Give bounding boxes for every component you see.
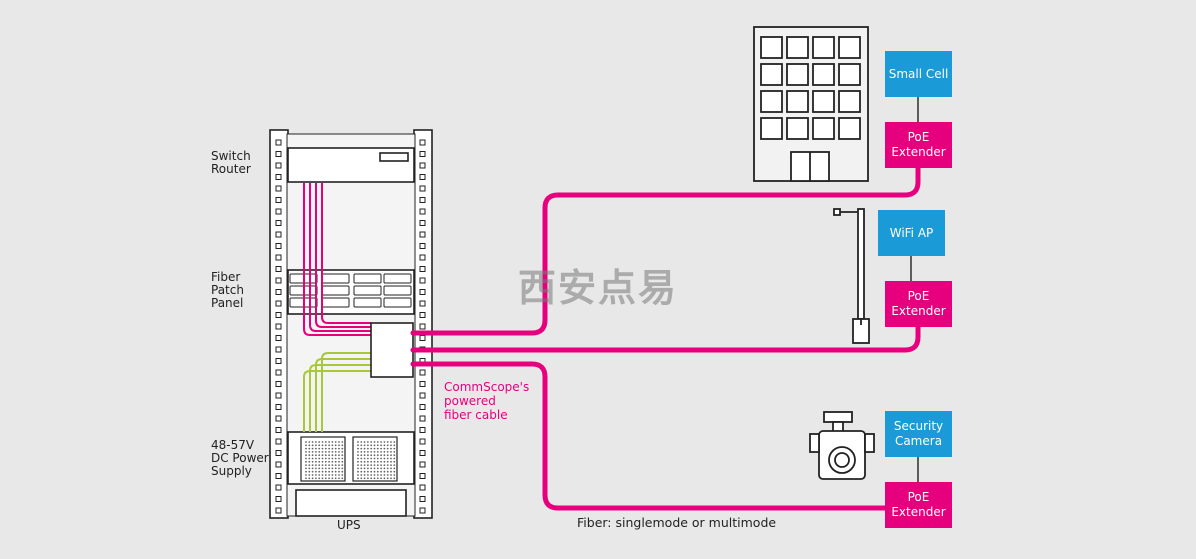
small-cell-box: Small Cell [885,51,952,97]
breakout-box [370,322,414,378]
poe-extender-small-cell: PoE Extender [885,122,952,168]
device-connectors [910,97,919,482]
street-pole-icon [833,208,870,344]
poe-extender-wifi: PoE Extender [885,281,952,327]
security-camera-icon [809,411,875,480]
switch-to-panel-cables [303,183,371,336]
building-icon [753,26,869,182]
wifi-ap-box: WiFi AP [878,210,945,256]
fiber-type-label: Fiber: singlemode or multimode [577,515,777,530]
fiber-patch-panel-label: Fiber Patch Panel [211,270,244,310]
power-cables [303,352,371,432]
ups-label: UPS [337,518,361,532]
power-supply-label: 48-57V DC Power Supply [211,438,269,478]
powered-fiber-cables [410,165,921,511]
poe-extender-camera: PoE Extender [885,482,952,528]
watermark: 西安点易 [518,266,679,310]
switch-router-label: Switch Router [211,149,251,176]
powered-fiber-cable-label: CommScope's powered fiber cable [444,380,530,422]
security-camera-box: Security Camera [885,411,952,457]
